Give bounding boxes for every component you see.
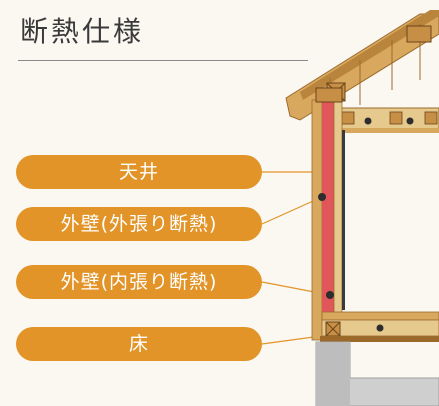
- outer-wall: [311, 87, 345, 341]
- page-title: 断熱仕様: [20, 15, 145, 48]
- label-outer-wall-external: 外壁(外張り断熱): [16, 207, 262, 241]
- label-ceiling: 天井: [16, 155, 262, 189]
- label-floor: 床: [16, 327, 262, 361]
- title-divider: [18, 60, 308, 61]
- foundation: [315, 341, 439, 406]
- floor-structure: [320, 311, 439, 342]
- roof: [285, 10, 439, 121]
- label-outer-wall-internal: 外壁(内張り断熱): [16, 265, 262, 299]
- ceiling-structure: [337, 107, 439, 133]
